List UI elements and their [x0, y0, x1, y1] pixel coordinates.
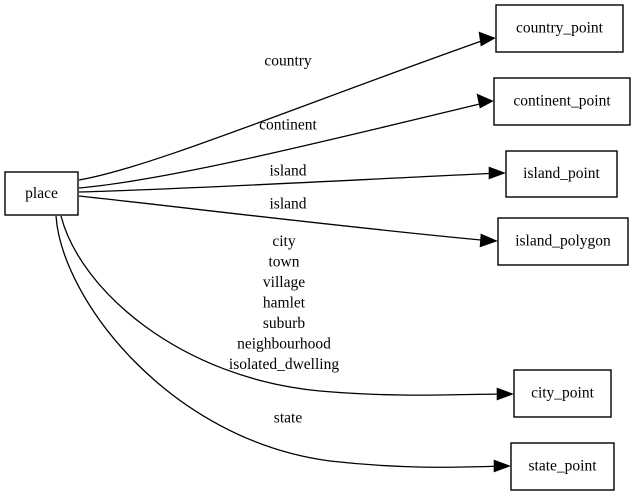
arrowhead-icon: [478, 31, 496, 47]
edge-label-island-polygon: island: [269, 196, 306, 213]
node-label: city_point: [531, 385, 595, 402]
edge-label-line: town: [269, 253, 300, 270]
node-label: country_point: [516, 20, 604, 37]
edge-label-line: isolated_dwelling: [229, 356, 339, 373]
edge-place-island_polygon[interactable]: island: [78, 195, 498, 248]
node-box: [4, 171, 79, 216]
node-label: island_point: [523, 165, 600, 182]
arrowhead-icon: [493, 459, 511, 473]
node-place[interactable]: place: [4, 171, 79, 216]
node-box: [505, 150, 618, 198]
edge-place-state_point[interactable]: state: [55, 215, 511, 473]
edge-label-continent: continent: [259, 117, 317, 134]
edge-label-line: neighbourhood: [237, 335, 331, 352]
arrowhead-icon: [476, 93, 494, 109]
edge-label-line: suburb: [263, 315, 305, 332]
node-city_point[interactable]: city_point: [513, 369, 612, 418]
node-island_point[interactable]: island_point: [505, 150, 618, 198]
edge-place-city_point[interactable]: city town village hamlet suburb neighbourhood…: [60, 215, 514, 401]
node-label: state_point: [528, 458, 597, 475]
node-box: [495, 4, 624, 53]
arrowhead-icon: [496, 387, 514, 401]
edge-place-country_point[interactable]: country: [78, 31, 496, 181]
node-label: place: [25, 185, 58, 202]
edge-label-state: state: [274, 410, 303, 427]
edge-label-city-group: city town village hamlet suburb neighbourhood…: [229, 233, 339, 373]
edge-label-country: country: [264, 53, 312, 70]
edge-path: [78, 172, 501, 193]
edge-path: [60, 215, 509, 396]
arrowhead-icon: [488, 166, 506, 180]
node-box: [510, 442, 615, 491]
node-label: continent_point: [513, 93, 611, 110]
edge-label-island-point: island: [269, 163, 306, 180]
edge-path: [78, 195, 493, 242]
node-box: [493, 77, 631, 126]
edge-path: [78, 101, 489, 189]
edge-label-line: city: [272, 233, 295, 250]
node-box: [513, 369, 612, 418]
node-state_point[interactable]: state_point: [510, 442, 615, 491]
edge-place-island_point[interactable]: island: [78, 163, 506, 193]
nodes-group: place country_point continent_point isla…: [4, 4, 631, 491]
edge-path: [55, 215, 506, 468]
edge-label-line: village: [263, 274, 305, 291]
edges-group: country continent island island city: [55, 31, 514, 473]
edge-path: [78, 37, 491, 181]
edge-place-continent_point[interactable]: continent: [78, 93, 494, 189]
node-country_point[interactable]: country_point: [495, 4, 624, 53]
node-continent_point[interactable]: continent_point: [493, 77, 631, 126]
node-box: [497, 217, 629, 266]
node-island_polygon[interactable]: island_polygon: [497, 217, 629, 266]
arrowhead-icon: [479, 233, 498, 248]
edge-label-line: hamlet: [263, 294, 306, 311]
node-label: island_polygon: [515, 233, 611, 250]
